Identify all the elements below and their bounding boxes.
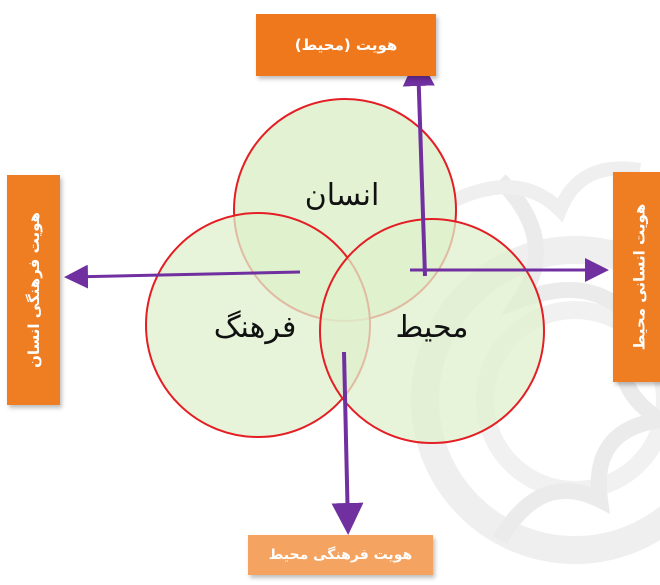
box-left-label: هویت فرهنگی انسان <box>24 212 43 368</box>
label-environment: محیط <box>396 310 469 345</box>
arrow-to-left <box>64 264 301 289</box>
label-culture: فرهنگ <box>214 310 297 345</box>
box-cultural-environment-identity: هویت فرهنگی محیط <box>248 535 433 575</box>
box-bottom-label: هویت فرهنگی محیط <box>268 547 413 563</box>
box-environment-identity: هویت (محیط) <box>256 14 436 76</box>
label-human: انسان <box>305 178 380 213</box>
circle-environment <box>319 218 545 444</box>
box-human-environment-identity: هویت انسانی محیط <box>613 172 660 382</box>
box-right-label: هویت انسانی محیط <box>630 203 649 351</box>
box-cultural-human-identity: هویت فرهنگی انسان <box>7 175 60 405</box>
box-top-label: هویت (محیط) <box>294 36 398 54</box>
arrow-to-bottom <box>331 351 364 535</box>
arrow-to-top <box>402 54 435 277</box>
